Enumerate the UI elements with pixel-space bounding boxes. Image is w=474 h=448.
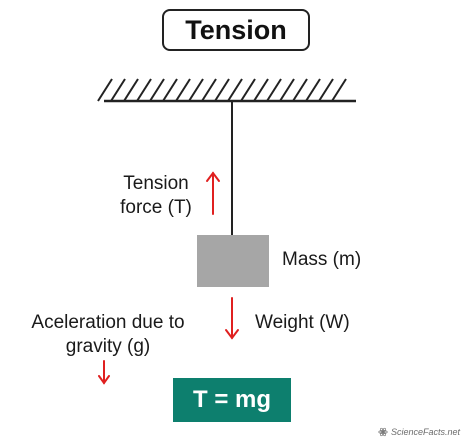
watermark: ScienceFacts.net: [378, 427, 460, 437]
tension-label-line2: force (T): [120, 197, 192, 218]
hatch-mark: [175, 78, 191, 102]
gravity-label-line1: Aceleration due to: [31, 312, 185, 333]
hatch-mark: [188, 78, 204, 102]
hatch-mark: [305, 78, 321, 102]
hatch-mark: [253, 78, 269, 102]
formula-text: T = mg: [192, 386, 271, 413]
watermark-text: ScienceFacts.net: [391, 427, 461, 437]
hatch-mark: [266, 78, 282, 102]
hatch-mark: [227, 78, 243, 102]
mass-label: Mass (m): [282, 249, 362, 270]
hatch-mark: [149, 78, 165, 102]
hatch-mark: [240, 78, 256, 102]
tension-arrow-icon: [206, 171, 220, 215]
formula-box: T = mg: [173, 378, 291, 422]
ceiling-hatches: [97, 78, 347, 102]
hatch-mark: [110, 78, 126, 102]
tension-force-label: Tension force (T): [108, 172, 204, 220]
hatch-mark: [279, 78, 295, 102]
hatch-mark: [214, 78, 230, 102]
gravity-arrow-icon: [98, 360, 110, 385]
hatch-mark: [292, 78, 308, 102]
hatch-mark: [318, 78, 334, 102]
atom-icon: [378, 427, 388, 437]
hatch-mark: [97, 78, 113, 102]
hatch-mark: [201, 78, 217, 102]
hatch-mark: [162, 78, 178, 102]
hatch-mark: [331, 78, 347, 102]
weight-arrow-icon: [225, 297, 239, 340]
page-title: Tension: [185, 14, 287, 45]
tension-label-line1: Tension: [123, 173, 189, 194]
hatch-mark: [136, 78, 152, 102]
gravity-label-line2: gravity (g): [65, 336, 151, 357]
title-box: Tension: [162, 9, 310, 51]
hatch-mark: [123, 78, 139, 102]
weight-label: Weight (W): [255, 312, 350, 333]
gravity-label: Aceleration due to gravity (g): [10, 311, 206, 359]
mass-block: [197, 235, 269, 287]
